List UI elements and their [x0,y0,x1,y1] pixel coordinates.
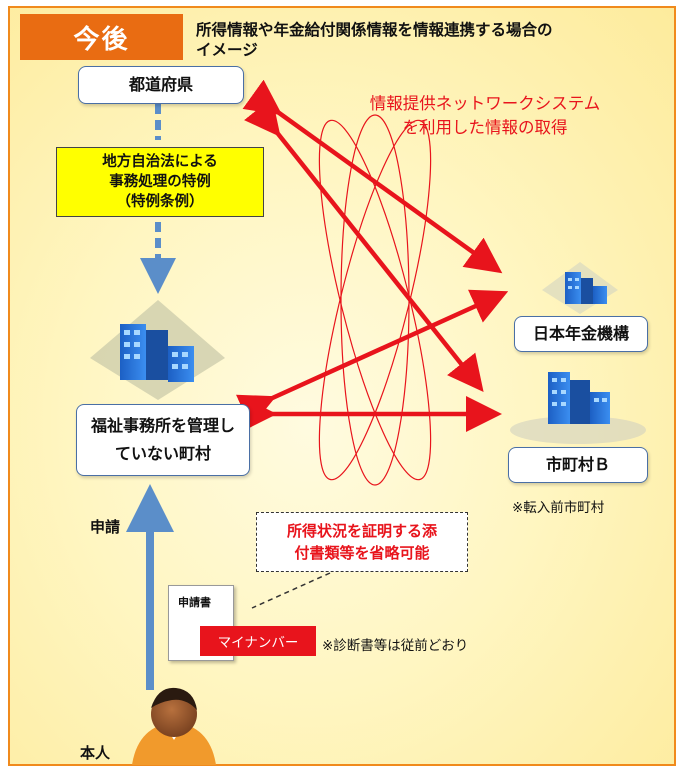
diagram-title: 所得情報や年金給付関係情報を情報連携する場合の イメージ [196,20,666,60]
omission-line-1: 所得状況を証明する添 [286,522,437,540]
cityb-building-icon [510,372,646,444]
ordinance-line-1: 地方自治法による [102,154,218,170]
ordinance-line-3: （特例条例） [116,194,204,210]
pension-building-icon [542,262,618,314]
title-line-2: イメージ [196,41,258,59]
network-caption-line-1: 情報提供ネットワークシステム [369,94,601,113]
omission-note-box: 所得状況を証明する添 付書類等を省略可能 [256,512,468,572]
application-form-label: 申請書 [178,596,211,609]
town-building-icon [90,300,225,400]
cityb-box: 市町村Ｂ [508,447,648,483]
network-caption: 情報提供ネットワークシステム を利用した情報の取得 [350,92,620,140]
title-line-1: 所得情報や年金給付関係情報を情報連携する場合の [196,21,553,39]
person-label: 本人 [80,744,111,762]
network-caption-line-2: を利用した情報の取得 [402,118,568,137]
transfer-note: ※転入前市町村 [512,500,605,516]
ordinance-line-2: 事務処理の特例 [109,174,211,190]
application-label: 申請 [90,518,121,536]
diagnosis-note: ※診断書等は従前どおり [322,638,469,654]
info-link-arrows [235,79,509,432]
omission-pointer-line [251,572,331,609]
person-icon [132,687,216,765]
town-box: 福祉事務所を管理し ていない町村 [76,404,250,476]
mynumber-badge: マイナンバー [200,626,316,656]
town-line-1: 福祉事務所を管理し [90,416,235,435]
omission-line-2: 付書類等を省略可能 [294,544,430,562]
network-ellipses [318,114,432,486]
future-tag: 今後 [20,14,183,60]
pension-box: 日本年金機構 [514,316,648,352]
prefecture-box: 都道府県 [78,66,244,104]
town-line-2: ていない町村 [114,444,211,463]
ordinance-box: 地方自治法による 事務処理の特例 （特例条例） [56,147,264,217]
